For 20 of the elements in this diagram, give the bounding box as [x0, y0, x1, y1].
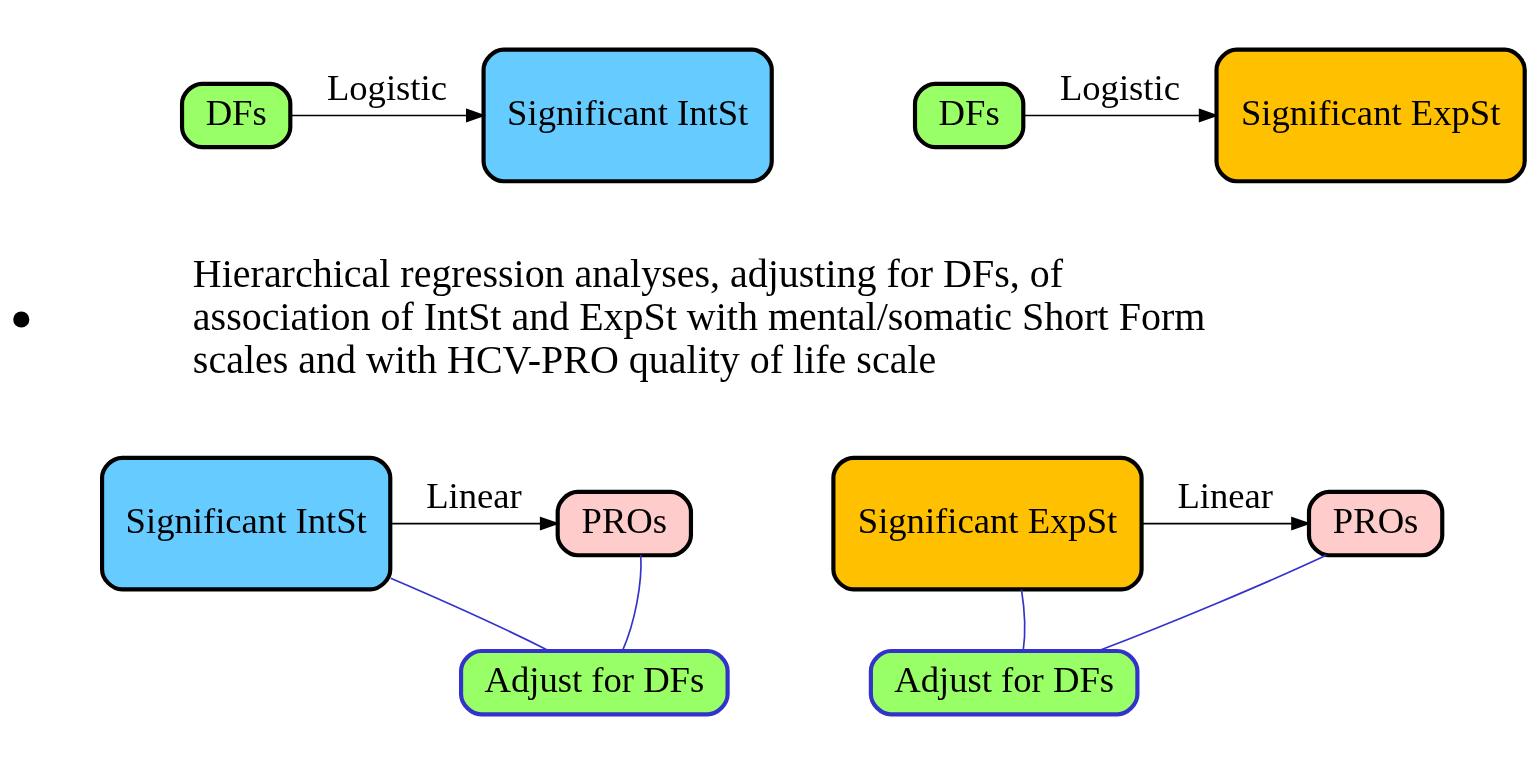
- node-box: Significant ExpSt: [1214, 47, 1527, 184]
- edge-label: Linear: [426, 474, 522, 516]
- connector: [1020, 588, 1026, 652]
- label: Hierarchical regression analyses, adjusting for DFs, of association of IntSt and ExpSt with mental/somatic Short Form scales and with HCV-PRO quality of life scale: [192, 250, 1206, 383]
- arrow: [1022, 108, 1219, 123]
- edge-label: Logistic: [326, 66, 447, 108]
- arrow: [289, 108, 486, 123]
- edge-label: Linear: [1177, 474, 1274, 516]
- node-box: Significant ExpSt: [831, 455, 1144, 592]
- node-box: DFs: [912, 81, 1026, 150]
- node-box: DFs: [179, 81, 293, 150]
- edge-label: Logistic: [1059, 66, 1180, 108]
- node-box: Adjust for DFs: [868, 648, 1140, 717]
- arrow: [389, 516, 560, 531]
- node-box: Adjust for DFs: [459, 648, 730, 717]
- node-box: PROs: [555, 489, 694, 558]
- node-box: PROs: [1306, 489, 1445, 558]
- node-box: Significant IntSt: [481, 47, 774, 184]
- connector: [621, 554, 642, 652]
- node-box: Significant IntSt: [100, 455, 393, 592]
